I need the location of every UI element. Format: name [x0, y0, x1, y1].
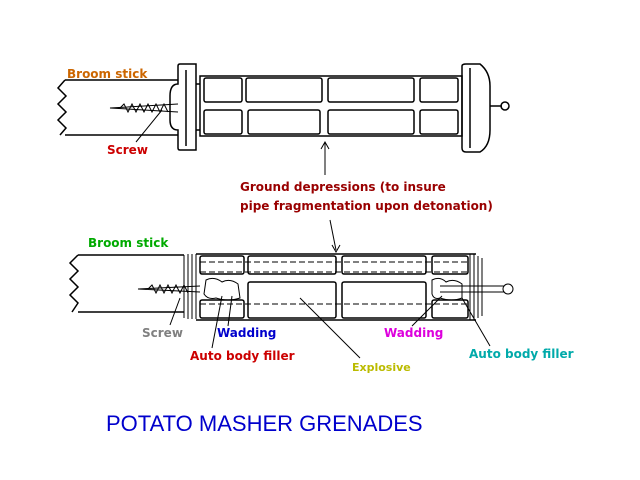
auto-body-filler-left-label: Auto body filler: [190, 349, 295, 363]
top-right-cap: [461, 63, 510, 153]
bottom-grenade: [68, 253, 514, 321]
diagram-title: POTATO MASHER GRENADES: [106, 411, 423, 436]
broom-stick-bottom-label: Broom stick: [88, 236, 169, 250]
screw-bottom-label: Screw: [142, 326, 183, 340]
bottom-right-threads: [469, 254, 483, 320]
top-pipe: [199, 75, 463, 137]
bottom-fuse: [440, 283, 514, 295]
wadding-left-label: Wadding: [217, 326, 276, 340]
ground-depressions-label-line1: Ground depressions (to insure: [240, 180, 446, 194]
top-left-cap: [169, 63, 200, 151]
wadding-right-label: Wadding: [384, 326, 443, 340]
bottom-screw: [137, 283, 201, 295]
leader-lines: [135, 109, 491, 359]
explosive-label: Explosive: [352, 361, 411, 374]
top-broom-stick: [56, 79, 178, 136]
auto-body-filler-right-label: Auto body filler: [469, 347, 574, 361]
top-screw: [109, 102, 179, 114]
top-grenade: [56, 63, 510, 153]
screw-top-label: Screw: [107, 143, 148, 157]
bottom-pipe: [196, 253, 476, 321]
bottom-left-threads: [183, 254, 197, 319]
ground-depressions-label-line2: pipe fragmentation upon detonation): [240, 199, 493, 213]
broom-stick-top-label: Broom stick: [67, 67, 148, 81]
bottom-broom-stick: [68, 254, 184, 313]
